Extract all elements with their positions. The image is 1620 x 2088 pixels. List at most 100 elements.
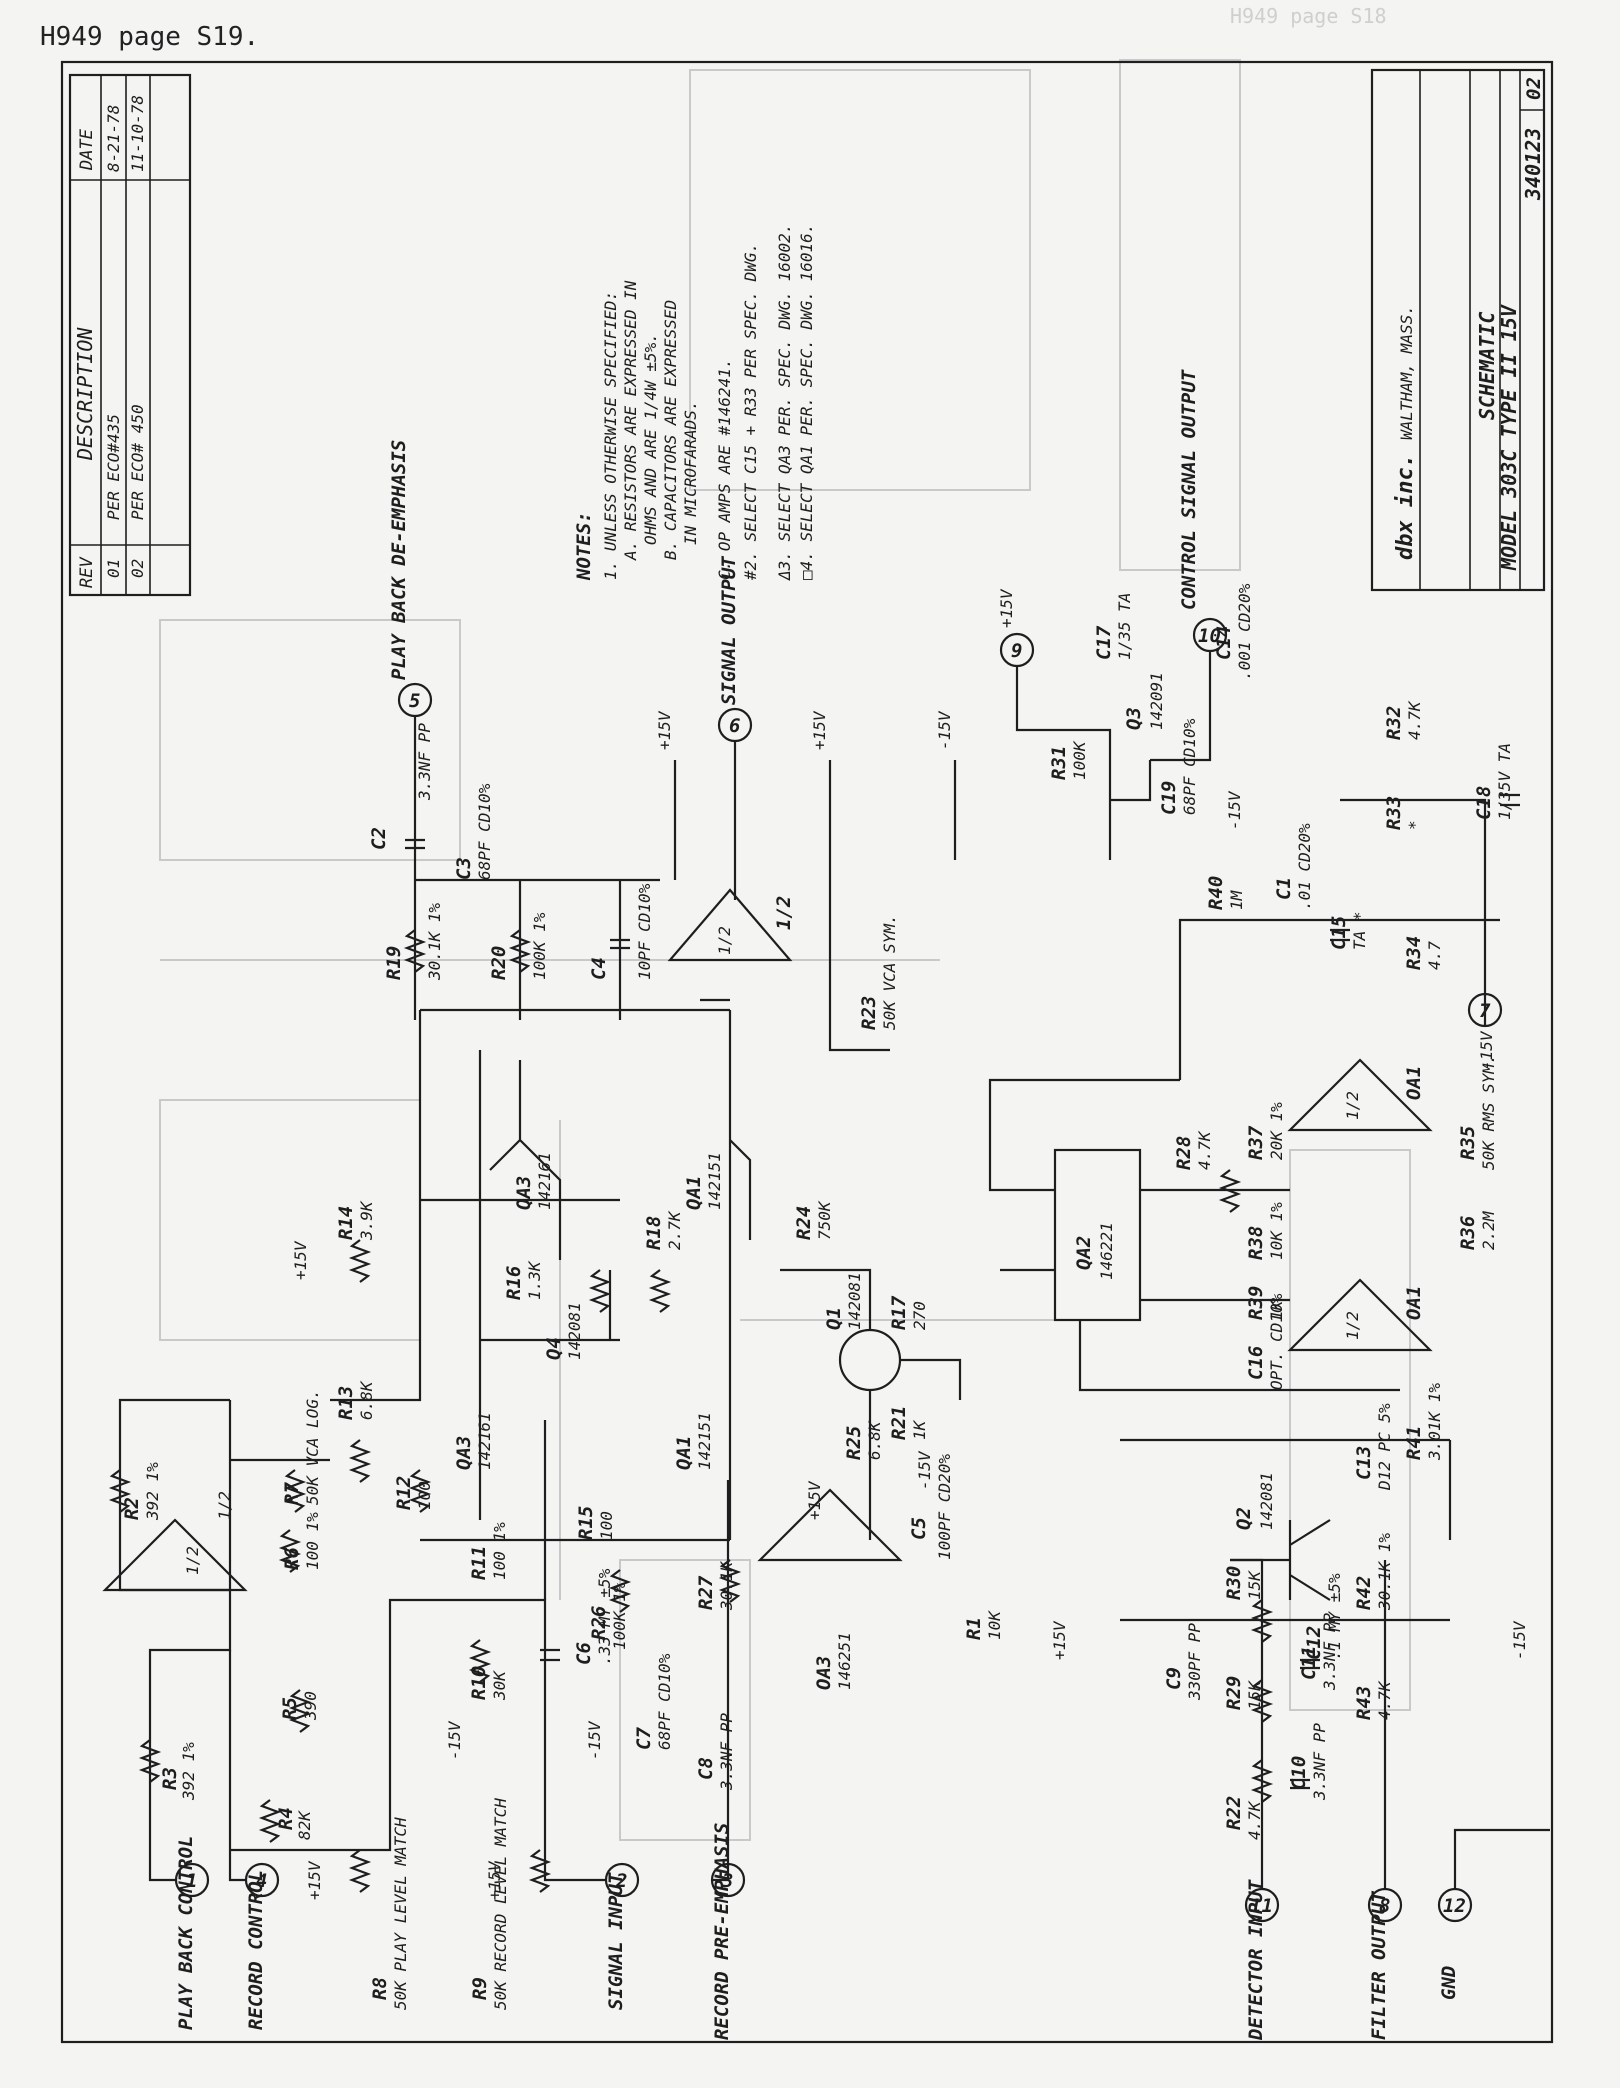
svg-text:100PF CD20%: 100PF CD20%: [935, 1454, 954, 1560]
svg-text:-15V: -15V: [935, 710, 954, 750]
svg-text:142081: 142081: [845, 1272, 864, 1330]
svg-text:4.7: 4.7: [1425, 941, 1444, 970]
svg-text:R34: R34: [1403, 936, 1425, 970]
svg-text:50K RMS SYM.: 50K RMS SYM.: [1479, 1054, 1498, 1170]
svg-text:9: 9: [1011, 640, 1022, 662]
svg-text:+15V: +15V: [655, 710, 674, 750]
svg-text:50K PLAY LEVEL MATCH: 50K PLAY LEVEL MATCH: [391, 1817, 410, 2010]
svg-text:1/2: 1/2: [1343, 1091, 1362, 1120]
svg-text:392 1%: 392 1%: [179, 1742, 198, 1801]
svg-text:6: 6: [729, 715, 740, 737]
revision-table: REV DESCRIPTION DATE 01 PER ECO#435 8-21…: [68, 73, 192, 597]
svg-text:R33: R33: [1383, 796, 1405, 830]
note-line-2: A. RESISTORS ARE EXPRESSED IN: [621, 280, 640, 561]
svg-text:142081: 142081: [565, 1302, 584, 1360]
svg-text:10: 10: [1198, 625, 1221, 647]
svg-text:146251: 146251: [835, 1632, 854, 1690]
note-line-9: □4. SELECT QA1 PER. SPEC. DWG. 16016.: [797, 224, 816, 580]
svg-text:R21: R21: [888, 1406, 910, 1440]
title-block: dbx inc. WALTHAM, MASS. SCHEMATIC MODEL …: [1370, 68, 1546, 592]
note-line-1: 1. UNLESS OTHERWISE SPECIFIED:: [601, 291, 620, 580]
svg-text:4.7K: 4.7K: [1405, 700, 1424, 740]
svg-text:15K: 15K: [1245, 1570, 1264, 1600]
svg-text:+15V: +15V: [810, 710, 829, 750]
svg-text:R22: R22: [1223, 1796, 1245, 1830]
svg-text:50K VCA LOG.: 50K VCA LOG.: [303, 1389, 322, 1505]
svg-text:C11: C11: [1298, 1646, 1320, 1680]
svg-text:1/2: 1/2: [773, 896, 795, 930]
svg-text:10PF CD10%: 10PF CD10%: [635, 883, 654, 980]
svg-text:1M: 1M: [1227, 889, 1246, 910]
svg-text:R42: R42: [1353, 1576, 1375, 1610]
svg-text:1/2: 1/2: [1343, 1311, 1362, 1340]
note-line-4: B. CAPACITORS ARE EXPRESSED: [661, 300, 680, 560]
svg-text:2.7K: 2.7K: [665, 1210, 684, 1250]
qa2-chip: [1053, 1148, 1142, 1322]
svg-text:3.3NF PP: 3.3NF PP: [1320, 1613, 1339, 1691]
svg-text:R5: R5: [279, 1697, 301, 1720]
notes-block: NOTES: 1. UNLESS OTHERWISE SPECIFIED: A.…: [573, 224, 816, 581]
svg-text:3.01K 1%: 3.01K 1%: [1425, 1383, 1444, 1461]
drawing-title: SCHEMATIC: [1475, 312, 1499, 420]
io-label-11: DETECTOR INPUT: [1245, 1879, 1267, 2041]
svg-text:15K: 15K: [1245, 1680, 1264, 1710]
svg-text:1/2: 1/2: [215, 1491, 234, 1520]
output-section: 5 PLAY BACK DE-EMPHASIS 6 SIGNAL OUTPUT …: [368, 440, 957, 1052]
svg-text:12: 12: [1443, 1895, 1466, 1917]
r6-resistor: [278, 1529, 302, 1573]
svg-text:R12: R12: [393, 1476, 415, 1510]
r7-resistor: [283, 1469, 307, 1513]
io-label-6: SIGNAL OUTPUT: [718, 556, 740, 705]
svg-text:1K: 1K: [1267, 1299, 1286, 1320]
detector-section: QA2 146221 OA1 1/2 OA1 1/2 R28 4.7K R37 …: [988, 369, 1529, 1720]
svg-text:R17: R17: [888, 1295, 910, 1330]
svg-text:C6: C6: [573, 1642, 595, 1665]
svg-text:390: 390: [301, 1691, 320, 1721]
svg-text:68PF CD10%: 68PF CD10%: [475, 783, 494, 880]
svg-text:QA3: QA3: [513, 1176, 535, 1210]
rev-02-desc: PER ECO# 450: [128, 404, 147, 520]
io-label-12: GND: [1438, 1966, 1460, 2000]
io-label-3: RECORD PRE-EMPHASIS: [711, 1823, 733, 2040]
svg-text:R1: R1: [963, 1617, 985, 1640]
svg-text:11: 11: [1250, 1895, 1273, 1917]
input-section: 1 4 2 3 PLAY BACK CONTROL RECORD CONTROL…: [102, 1008, 746, 2040]
svg-text:1/35V TA: 1/35V TA: [1495, 743, 1514, 820]
svg-text:10K: 10K: [985, 1610, 1004, 1640]
svg-text:R16: R16: [503, 1266, 525, 1300]
svg-text:R41: R41: [1403, 1426, 1425, 1460]
company-name: dbx inc.: [1393, 454, 1418, 560]
drawing-number: 340123: [1521, 128, 1545, 201]
rev-02-date: 11-10-78: [128, 95, 147, 172]
r13-resistor: [348, 1439, 372, 1483]
svg-text:142161: 142161: [535, 1152, 554, 1210]
svg-text:5: 5: [409, 690, 420, 712]
svg-text:R39: R39: [1245, 1286, 1267, 1320]
oa1-lower-opamp: [1287, 1278, 1433, 1352]
io-label-8: FILTER OUTPUT: [1368, 1891, 1390, 2040]
svg-text:R13: R13: [335, 1386, 357, 1420]
svg-text:R14: R14: [335, 1206, 357, 1240]
r14-resistor: [348, 1239, 372, 1283]
svg-text:100K 1%: 100K 1%: [610, 1582, 629, 1650]
svg-text:146221: 146221: [1097, 1222, 1116, 1280]
svg-text:R38: R38: [1245, 1226, 1267, 1260]
svg-text:750K: 750K: [815, 1200, 834, 1240]
svg-text:.33 MY ±5%: .33 MY ±5%: [595, 1568, 614, 1665]
svg-text:100 1%: 100 1%: [490, 1522, 509, 1580]
svg-text:R20: R20: [488, 946, 510, 980]
svg-text:8: 8: [1379, 1895, 1390, 1917]
svg-text:R18: R18: [643, 1216, 665, 1250]
svg-text:6.8K: 6.8K: [357, 1380, 376, 1420]
svg-text:1: 1: [186, 1870, 197, 1892]
oa1-upper-opamp: [1287, 1058, 1433, 1132]
drawing-border: [60, 60, 1554, 2044]
svg-text:OA1: OA1: [1403, 1066, 1425, 1100]
svg-text:-15V: -15V: [1477, 1030, 1496, 1070]
rev-01-desc: PER ECO#435: [104, 414, 123, 520]
r9-pot: [528, 1849, 552, 1893]
svg-text:R7: R7: [281, 1482, 303, 1505]
svg-text:R25: R25: [843, 1426, 865, 1460]
note-line-6: C. OP AMPS ARE #146241.: [715, 358, 734, 580]
svg-text:C19: C19: [1158, 781, 1180, 815]
